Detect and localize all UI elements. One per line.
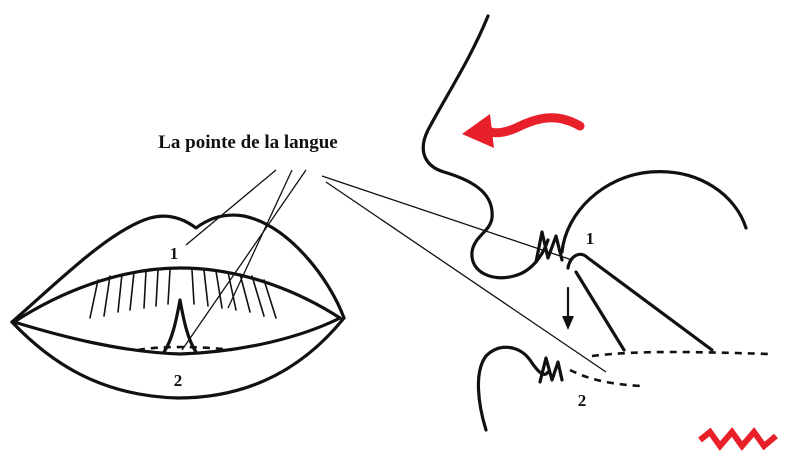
tongue-rest-line-front (138, 347, 232, 350)
airflow-arrow-icon (462, 114, 580, 148)
tongue-low-line-side (570, 370, 640, 386)
tongue-underside (576, 272, 624, 350)
vibration-zigzag-icon (700, 432, 776, 446)
lower-lip-chin (478, 347, 548, 430)
front-marker-bottom: 2 (174, 371, 183, 390)
front-mouth-view: 1 2 (12, 215, 344, 398)
side-marker-top: 1 (586, 229, 595, 248)
lower-teeth-side (540, 358, 562, 382)
movement-arrow-head (562, 316, 574, 330)
tongue-tip-front (164, 300, 196, 352)
nose-upper-lip-profile (423, 16, 548, 278)
tongue-rest-line-side (592, 352, 770, 356)
tongue-raised (568, 254, 712, 350)
diagram-title: La pointe de la langue (158, 132, 337, 153)
mouth-opening-bottom (14, 318, 340, 354)
front-marker-top: 1 (170, 244, 179, 263)
side-profile-view: 1 2 (423, 16, 770, 430)
side-marker-bottom: 2 (578, 391, 587, 410)
pointer-lines (182, 170, 606, 372)
